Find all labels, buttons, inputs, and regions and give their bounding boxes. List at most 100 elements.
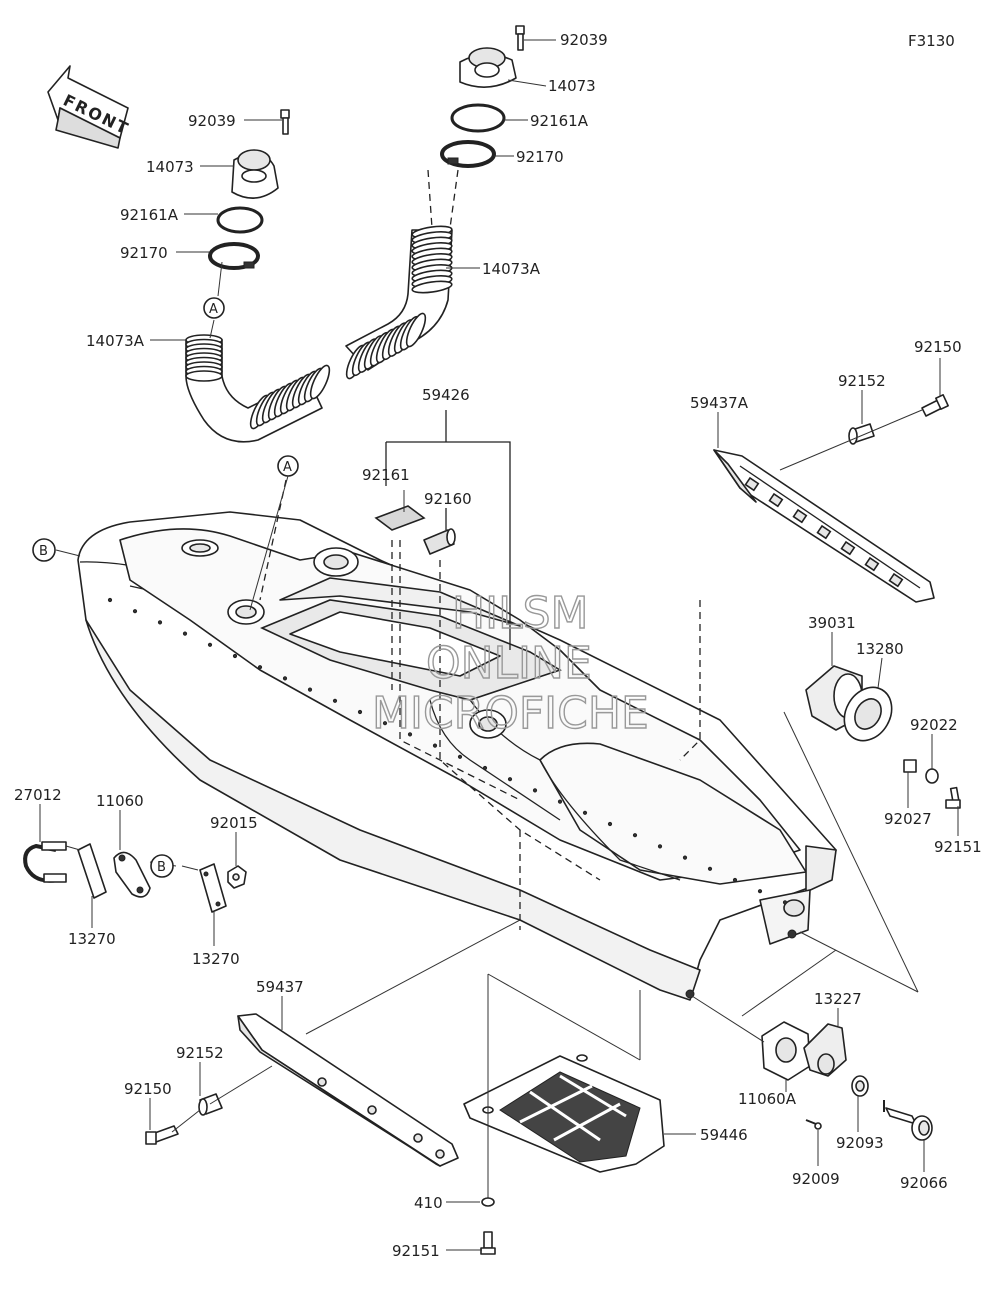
leader-lines bbox=[39, 39, 959, 1251]
svg-text:B: B bbox=[39, 544, 48, 559]
collar-92027 bbox=[903, 759, 917, 773]
callout-92151-right: 92151 bbox=[934, 838, 982, 856]
hull-rivet bbox=[357, 709, 363, 715]
washer-410 bbox=[481, 1197, 495, 1207]
seal-ring-92161A-top bbox=[450, 103, 506, 133]
intake-duct-left bbox=[185, 109, 331, 443]
fitting-13227 bbox=[803, 1023, 847, 1077]
ref-marker-a-upper: A bbox=[203, 297, 225, 319]
sponson-rib bbox=[864, 556, 880, 572]
sponson-59437 bbox=[237, 1013, 459, 1167]
hull-rivet bbox=[482, 765, 488, 771]
hull-rivet bbox=[132, 609, 138, 614]
callout-92039-left: 92039 bbox=[188, 112, 236, 130]
svg-text:HILSM: HILSM bbox=[452, 588, 588, 639]
collar-92152-right bbox=[848, 423, 875, 445]
bracket-11060 bbox=[113, 851, 151, 898]
hull-rivet bbox=[232, 653, 238, 659]
hull-rivet bbox=[157, 620, 163, 625]
callout-59446: 59446 bbox=[700, 1126, 748, 1144]
sponson-59437A bbox=[713, 449, 935, 603]
hull-rivet bbox=[732, 877, 738, 883]
vent-cap-14073-top bbox=[459, 47, 517, 88]
hull-rivet bbox=[532, 788, 538, 793]
intake-duct-right bbox=[345, 25, 525, 380]
clamp-92170-top bbox=[440, 140, 496, 168]
hose-rib bbox=[309, 364, 331, 400]
callout-13280: 13280 bbox=[856, 640, 904, 658]
bolt-92151-bottom bbox=[480, 1231, 496, 1255]
hull-rivet bbox=[657, 844, 663, 849]
hull-rivet bbox=[582, 810, 588, 815]
intake-grate-59446 bbox=[463, 1054, 665, 1173]
washer-92093 bbox=[851, 1075, 869, 1097]
figure-code: F3130 bbox=[908, 32, 955, 50]
callout-92009: 92009 bbox=[792, 1170, 840, 1188]
vent-cap-14073-left bbox=[231, 149, 279, 199]
spacer-92160 bbox=[423, 528, 456, 555]
hull-rivet bbox=[307, 687, 313, 692]
screw-92009 bbox=[805, 1119, 822, 1130]
callout-92152-left: 92152 bbox=[176, 1044, 224, 1062]
hull-rivet bbox=[107, 597, 113, 603]
callout-11060A: 11060A bbox=[738, 1090, 797, 1108]
ref-marker-a-hull: A bbox=[277, 455, 299, 477]
hull-body bbox=[77, 479, 837, 1001]
callout-13270-a: 13270 bbox=[68, 930, 116, 948]
hose-rib bbox=[411, 280, 453, 294]
flange-13280 bbox=[843, 686, 893, 742]
hull-rivet bbox=[507, 777, 513, 782]
callout-92066: 92066 bbox=[900, 1174, 948, 1192]
callout-92027: 92027 bbox=[884, 810, 932, 828]
callout-92022: 92022 bbox=[910, 716, 958, 734]
sponson-rib bbox=[744, 476, 760, 492]
bolt-92150-left bbox=[145, 1125, 179, 1145]
hull-rivet bbox=[682, 855, 688, 860]
callout-13270-b: 13270 bbox=[192, 950, 240, 968]
callout-59437A: 59437A bbox=[690, 394, 749, 412]
callout-14073A-left: 14073A bbox=[86, 332, 145, 350]
callout-92150-right: 92150 bbox=[914, 338, 962, 356]
seal-ring-92161A-left bbox=[216, 206, 264, 234]
hull-rivet bbox=[757, 889, 763, 894]
hull-rivet bbox=[607, 821, 613, 827]
sponson-rib bbox=[816, 524, 832, 540]
front-arrow-icon: FRONT bbox=[47, 65, 133, 149]
callout-14073A-top: 14073A bbox=[482, 260, 541, 278]
u-bolt-27012 bbox=[23, 841, 67, 883]
svg-text:A: A bbox=[209, 302, 218, 317]
sponson-rib bbox=[792, 508, 808, 524]
callout-92170-left: 92170 bbox=[120, 244, 168, 262]
pad-92161 bbox=[374, 505, 426, 531]
hull-rivet bbox=[457, 754, 463, 759]
drain-plug-92066 bbox=[883, 1100, 933, 1141]
gasket-11060A bbox=[761, 1021, 811, 1081]
bolt-92039-left bbox=[280, 109, 290, 135]
callout-13227: 13227 bbox=[814, 990, 862, 1008]
plate-13270-a bbox=[77, 843, 107, 899]
hull-rivet bbox=[782, 900, 788, 905]
callout-39031: 39031 bbox=[808, 614, 856, 632]
callout-11060: 11060 bbox=[96, 792, 144, 810]
ref-marker-b-bracket: B bbox=[150, 854, 174, 878]
callout-92152-right: 92152 bbox=[838, 372, 886, 390]
svg-text:B: B bbox=[157, 860, 166, 875]
svg-text:ONLINE: ONLINE bbox=[426, 638, 592, 689]
callout-92093: 92093 bbox=[836, 1134, 884, 1152]
callout-92150-left: 92150 bbox=[124, 1080, 172, 1098]
callout-labels: 92039 14073 92161 A 92170 14073A 92039 14… bbox=[14, 31, 982, 1260]
callout-92160: 92160 bbox=[424, 490, 472, 508]
callout-92039-top: 92039 bbox=[560, 31, 608, 49]
callout-92161: 92161 bbox=[362, 466, 410, 484]
collar-92152-left bbox=[198, 1093, 223, 1116]
hose-14073A-left bbox=[185, 334, 331, 443]
watermark: HILSM ONLINE MICROFICHE bbox=[371, 587, 649, 739]
hull-rivet bbox=[432, 743, 438, 748]
hull-rivet bbox=[382, 721, 388, 726]
callout-14073-left: 14073 bbox=[146, 158, 194, 176]
hose-rib bbox=[405, 312, 427, 348]
callout-410: 410 bbox=[414, 1194, 443, 1212]
bolt-92151-right bbox=[945, 786, 961, 809]
callout-92015: 92015 bbox=[210, 814, 258, 832]
